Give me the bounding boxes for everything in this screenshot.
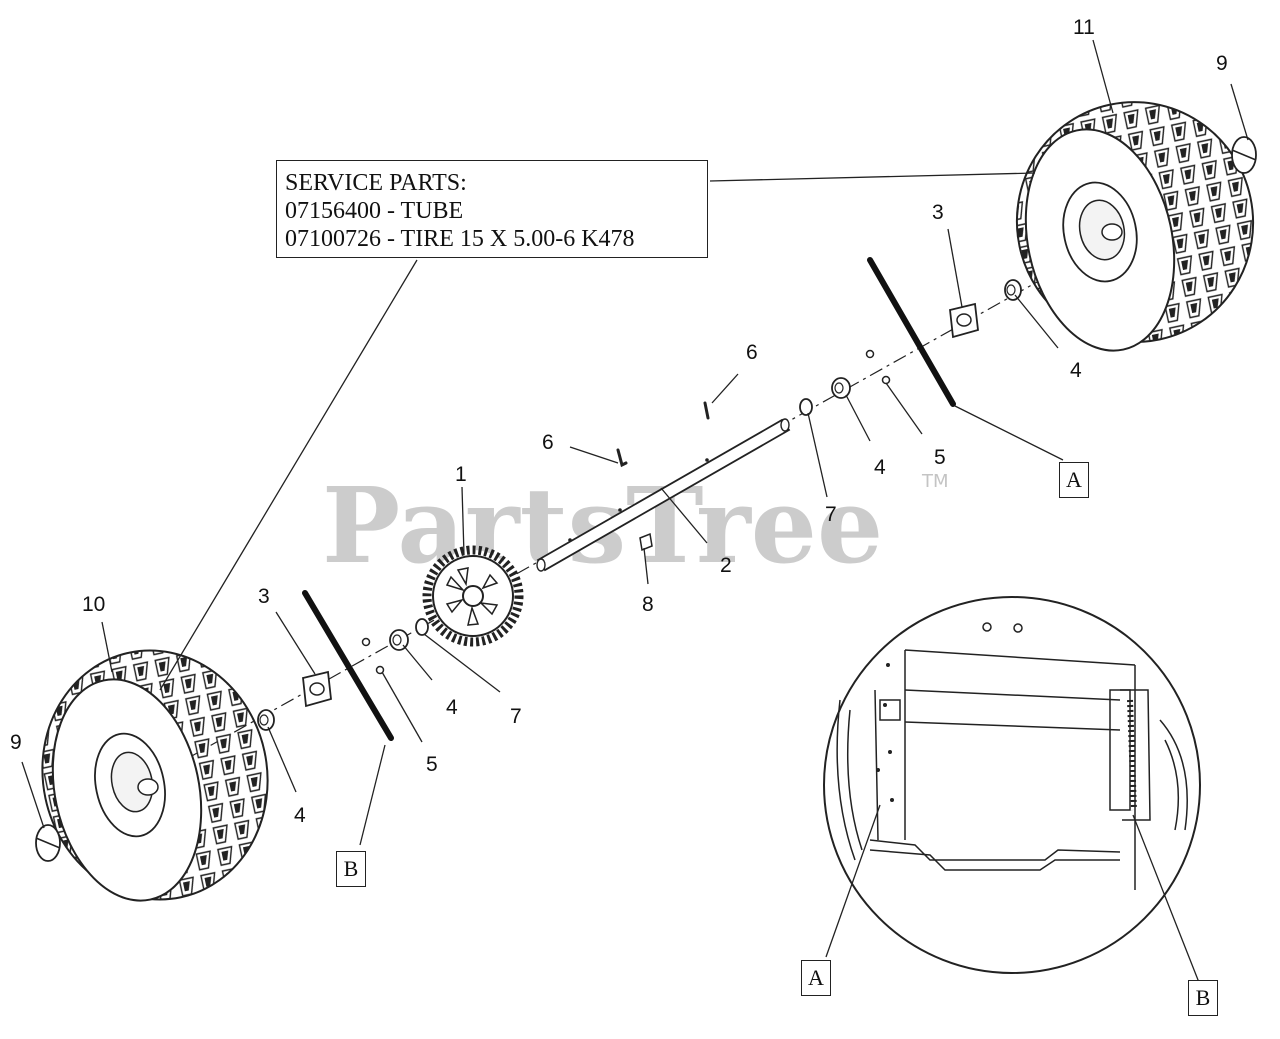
callout-1: 1 <box>455 463 467 486</box>
callout-6-top: 6 <box>746 341 758 364</box>
frame-side-b <box>302 590 394 741</box>
leader-lines <box>21 39 1249 846</box>
callout-7-left: 7 <box>510 705 522 728</box>
callout-9-left: 9 <box>10 731 22 754</box>
detail-inset <box>823 596 1201 986</box>
square-key <box>639 532 653 552</box>
callout-6-left: 6 <box>542 431 554 454</box>
service-part-tire: 07100726 - TIRE 15 X 5.00-6 K478 <box>285 226 635 252</box>
axle-centerline <box>139 239 1113 786</box>
axle-shaft <box>536 418 791 572</box>
right-wheel <box>1015 101 1255 352</box>
bearing-right-inner <box>831 377 851 399</box>
callout-2: 2 <box>720 554 732 577</box>
reference-label-a-detail: A <box>801 960 831 996</box>
callout-7-right: 7 <box>825 503 837 526</box>
flange-bearing-right <box>949 302 979 339</box>
callout-3-right: 3 <box>932 201 944 224</box>
bolts-right <box>865 349 891 385</box>
washer-left <box>415 618 429 636</box>
frame-side-a <box>867 257 956 407</box>
roll-pin-left <box>616 448 628 468</box>
service-parts-title: SERVICE PARTS: <box>285 170 467 196</box>
callout-5-left: 5 <box>426 753 438 776</box>
callout-5-right: 5 <box>934 446 946 469</box>
callout-4-left-outer: 4 <box>294 804 306 827</box>
callout-8: 8 <box>642 593 654 616</box>
hairpin-clip-right <box>1231 136 1257 174</box>
bearing-left-outer <box>257 709 275 731</box>
callout-3-left: 3 <box>258 585 270 608</box>
flange-bearing-left <box>302 670 332 708</box>
callout-4-right-outer: 4 <box>1070 359 1082 382</box>
reference-label-b-main: B <box>336 851 366 887</box>
bearing-right-outer <box>1004 279 1022 301</box>
watermark: PartsTree TM <box>322 464 949 587</box>
callout-4-left-inner: 4 <box>446 696 458 719</box>
left-wheel <box>41 649 269 902</box>
callout-4-mid: 4 <box>874 456 886 479</box>
service-parts-box: SERVICE PARTS: 07156400 - TUBE 07100726 … <box>276 160 708 258</box>
service-part-tube: 07156400 - TUBE <box>285 198 464 224</box>
reference-label-b-detail: B <box>1188 980 1218 1016</box>
callout-9-right: 9 <box>1216 52 1228 75</box>
callout-11: 11 <box>1073 16 1095 39</box>
watermark-tm: TM <box>921 471 949 492</box>
roll-pin-top <box>703 401 710 420</box>
washer-right <box>799 398 813 416</box>
reference-label-a-main: A <box>1059 462 1089 498</box>
hairpin-clip-left <box>35 824 61 862</box>
drive-gear <box>422 545 524 647</box>
callout-10: 10 <box>82 593 105 616</box>
callout-numbers: 11 9 3 4 6 6 1 2 7 4 5 8 10 3 4 7 5 4 9 <box>10 16 1228 827</box>
bolts-left <box>361 637 385 675</box>
